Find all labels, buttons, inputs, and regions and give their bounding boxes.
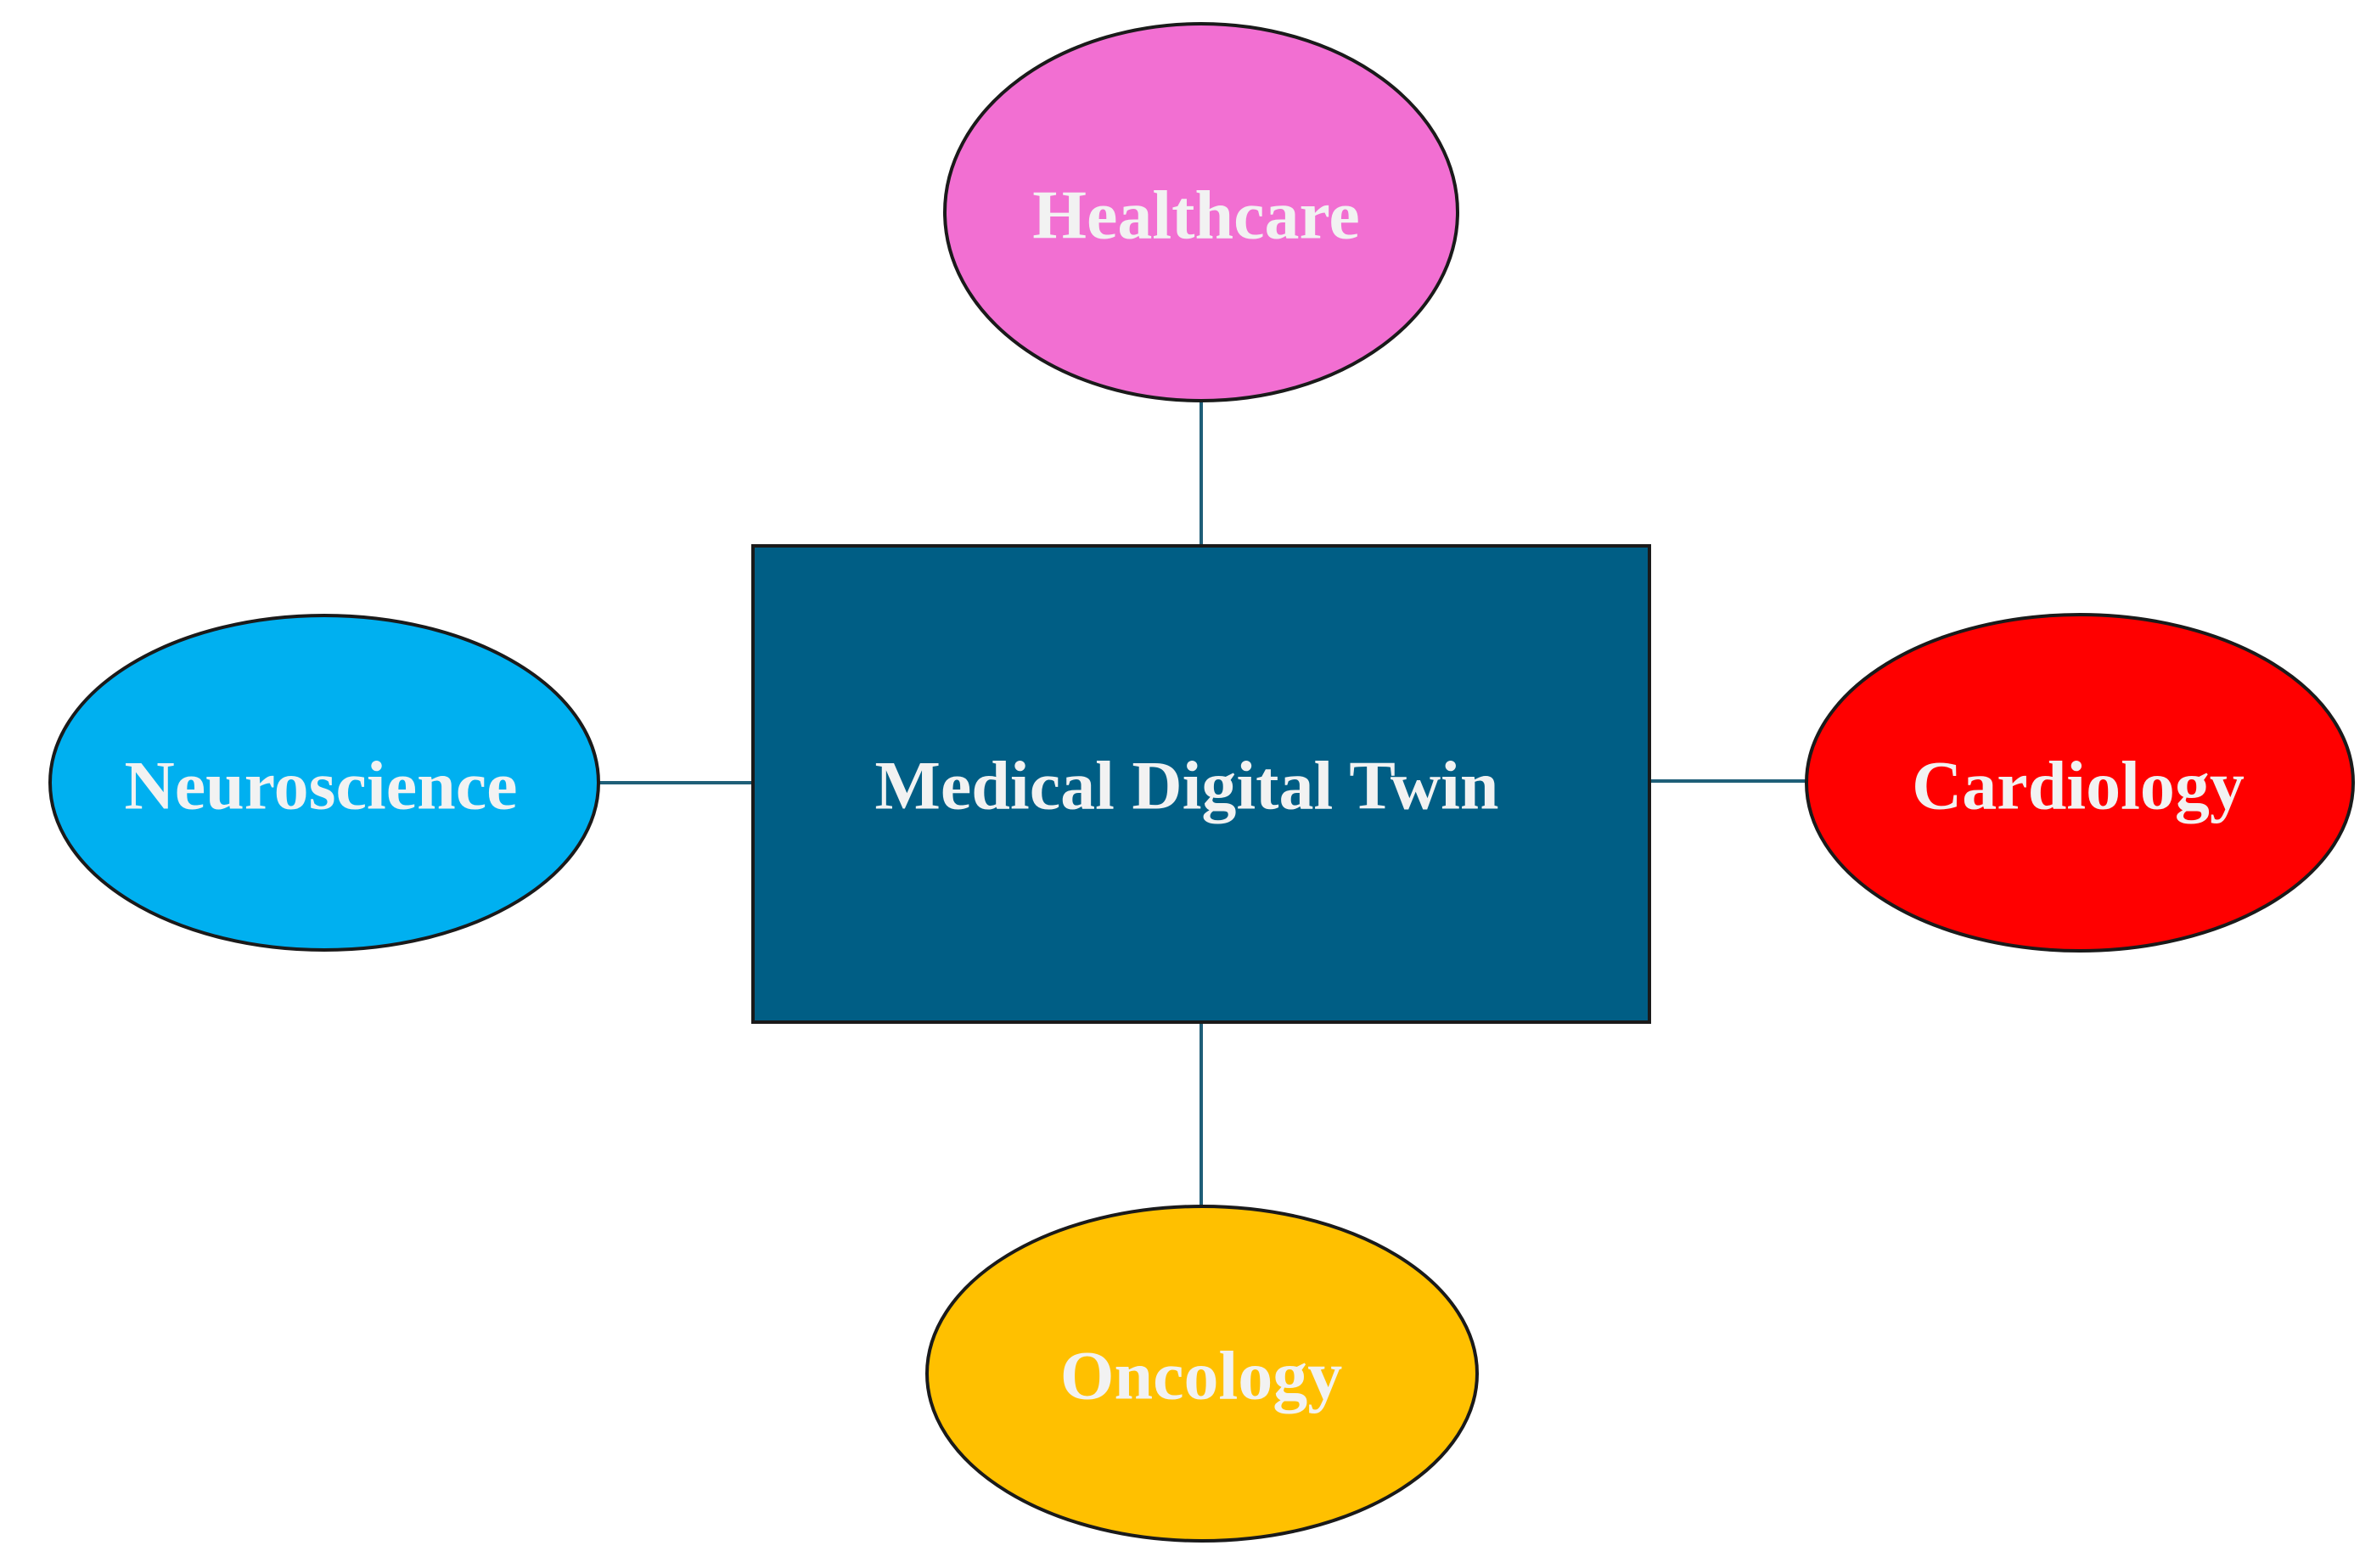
node-neuroscience-label: Neuroscience bbox=[124, 747, 517, 824]
node-oncology: Oncology bbox=[925, 1205, 1479, 1543]
center-box-shape bbox=[751, 544, 1651, 1024]
node-healthcare: Healthcare bbox=[943, 22, 1459, 402]
node-healthcare-label: Healthcare bbox=[1032, 177, 1360, 254]
node-neuroscience-shape bbox=[48, 614, 600, 952]
node-cardiology-shape bbox=[1805, 613, 2355, 953]
node-healthcare-shape bbox=[943, 22, 1459, 402]
node-cardiology-label: Cardiology bbox=[1912, 747, 2245, 824]
node-oncology-label: Oncology bbox=[1060, 1337, 1343, 1414]
center-box-label: Medical Digital Twin bbox=[875, 747, 1499, 824]
center-box: Medical Digital Twin bbox=[751, 544, 1651, 1024]
node-neuroscience: Neuroscience bbox=[48, 614, 600, 952]
node-cardiology: Cardiology bbox=[1805, 613, 2355, 953]
node-oncology-shape bbox=[925, 1205, 1479, 1543]
